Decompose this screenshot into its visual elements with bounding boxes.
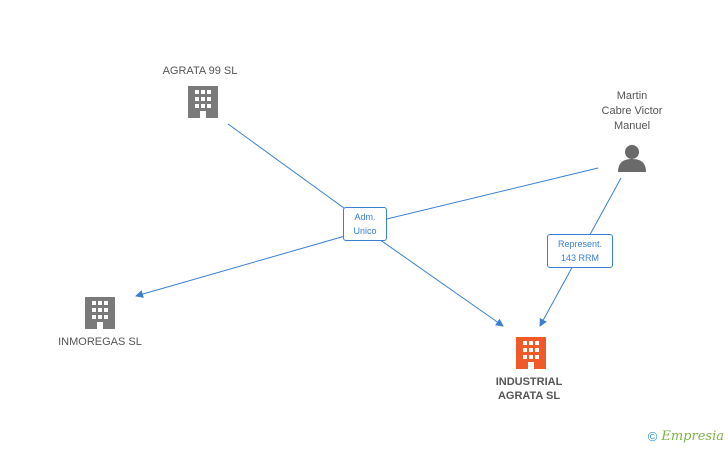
brand-name: Empresia — [661, 429, 724, 444]
person-label[interactable]: Martin Cabre Victor Manuel — [582, 89, 682, 134]
building-icon-main[interactable] — [516, 337, 546, 369]
edge-label-represent: Represent. 143 RRM — [547, 234, 613, 268]
edge-label-line: Adm. — [354, 212, 376, 222]
building-icon[interactable] — [188, 86, 218, 118]
company-label-line: INDUSTRIAL — [495, 376, 563, 388]
company-label-inmoregas[interactable]: INMOREGAS SL — [58, 336, 142, 348]
person-label-line: Martin — [616, 90, 648, 102]
edge-label-line: 143 RRM — [560, 253, 599, 263]
person-label-line: Cabre Victor — [601, 105, 663, 117]
edge-label-adm-unico: Adm. Unico — [343, 207, 387, 241]
copyright-icon: © — [647, 429, 658, 444]
company-label-agrata99[interactable]: AGRATA 99 SL — [162, 65, 238, 77]
edge-hub-to-inmoregas — [135, 229, 367, 298]
person-label-line: Manuel — [613, 120, 651, 132]
company-label-line: AGRATA SL — [497, 390, 561, 402]
building-icon[interactable] — [85, 297, 115, 329]
edge-hub-to-industrial — [365, 229, 504, 327]
person-icon[interactable] — [618, 145, 646, 172]
edge-person-to-hub — [365, 167, 599, 225]
edge-label-line: Represent. — [557, 239, 603, 249]
edge-label-line: Unico — [353, 226, 377, 236]
company-label-industrial-agrata[interactable]: INDUSTRIAL AGRATA SL — [474, 375, 584, 403]
brand-watermark: © Empresia — [648, 429, 724, 444]
